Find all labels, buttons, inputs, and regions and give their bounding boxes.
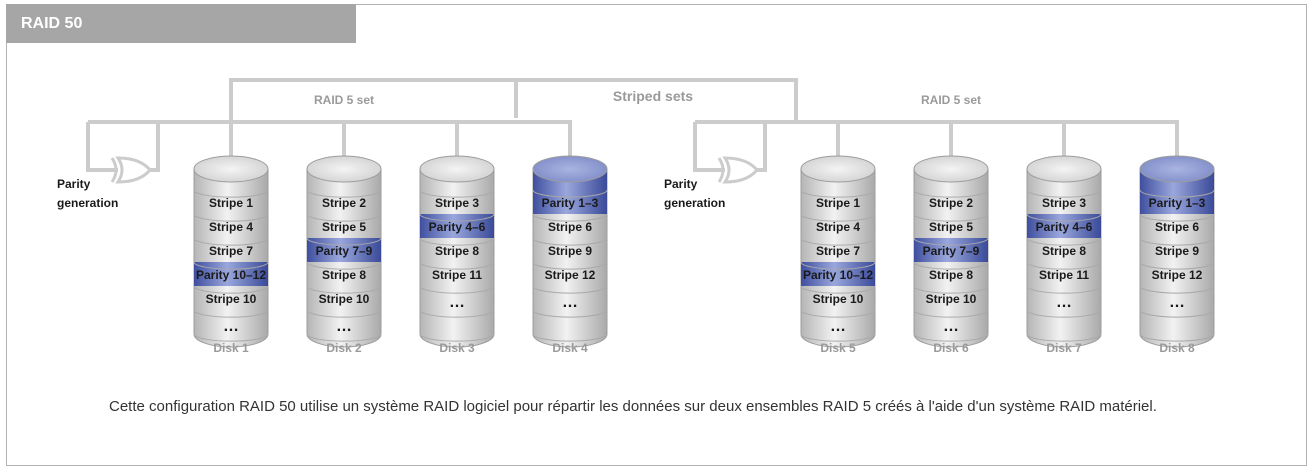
striped-sets-connector: [229, 78, 798, 122]
disk-row-label: Stripe 5: [322, 220, 366, 234]
disk-row-ellipsis: …: [1169, 294, 1185, 311]
disk-row-label: Parity 7–9: [923, 244, 980, 258]
xor-gate-icon: [717, 156, 759, 184]
disk-row-ellipsis: …: [449, 294, 465, 311]
disk-row-label: Stripe 4: [816, 220, 860, 234]
disk-row-label: Stripe 8: [1042, 244, 1086, 258]
parity-band: [420, 214, 494, 238]
disk-name-label: Disk 2: [326, 341, 362, 355]
disk-row-label: Stripe 2: [929, 196, 973, 210]
disk-row-label: Parity 4–6: [1036, 220, 1093, 234]
disk-name-label: Disk 8: [1159, 341, 1195, 355]
disk-row-label: Stripe 8: [929, 268, 973, 282]
disk-row-label: Stripe 1: [816, 196, 860, 210]
parity-generation-label: Parity: [57, 177, 91, 191]
xor-gate-icon: [110, 156, 152, 184]
disk-row-label: Stripe 3: [1042, 196, 1086, 210]
disk-row-label: Stripe 10: [813, 292, 864, 306]
disk-name-label: Disk 4: [552, 341, 588, 355]
parity-generation-label: generation: [57, 196, 118, 210]
disk-row-ellipsis: …: [562, 294, 578, 311]
disk-row-label: Parity 4–6: [429, 220, 486, 234]
disk-row-label: Stripe 7: [816, 244, 860, 258]
disk-row-label: Parity 7–9: [316, 244, 373, 258]
disk-row-ellipsis: …: [943, 318, 959, 335]
disk-row-ellipsis: …: [336, 318, 352, 335]
parity-band: [194, 262, 268, 286]
disk-name-label: Disk 5: [820, 341, 856, 355]
set-wiring: [86, 120, 572, 172]
disk-row-label: Stripe 10: [206, 292, 257, 306]
disk-name-label: Disk 1: [213, 341, 249, 355]
disk-row-label: Stripe 8: [435, 244, 479, 258]
disk-row-label: Stripe 3: [435, 196, 479, 210]
striped-sets-label: Striped sets: [613, 88, 693, 104]
parity-band: [914, 238, 988, 262]
disk-row-label: Stripe 5: [929, 220, 973, 234]
disk-row-label: Stripe 7: [209, 244, 253, 258]
disk-row-label: Stripe 2: [322, 196, 366, 210]
figure-caption: Cette configuration RAID 50 utilise un s…: [109, 398, 1157, 415]
disk-row-label: Stripe 11: [432, 268, 482, 282]
disk-row-label: Stripe 9: [1155, 244, 1199, 258]
parity-band: [801, 262, 875, 286]
disk-name-label: Disk 7: [1046, 341, 1082, 355]
disk-row-label: Stripe 1: [209, 196, 253, 210]
disk-row-label: Parity 10–12: [196, 268, 266, 282]
disk-row-ellipsis: …: [223, 318, 239, 335]
disk-row-label: Parity 1–3: [1149, 196, 1206, 210]
parity-generation-label: Parity: [664, 177, 698, 191]
disk-name-label: Disk 3: [439, 341, 475, 355]
disk-row-ellipsis: …: [1056, 294, 1072, 311]
disk-1: Stripe 1 Stripe 4 Stripe 7 Parity 10–12Stri…: [193, 155, 269, 355]
parity-band: [1027, 214, 1101, 238]
raid5-set-label: RAID 5 set: [921, 93, 981, 107]
disk-row-label: Stripe 9: [548, 244, 592, 258]
parity-generation-label: generation: [664, 196, 725, 210]
disk-5: Stripe 1 Stripe 4 Stripe 7 Parity 10–12Stri…: [800, 155, 876, 355]
disk-row-ellipsis: …: [830, 318, 846, 335]
disk-row-label: Stripe 6: [1155, 220, 1199, 234]
disk-row-label: Parity 10–12: [803, 268, 873, 282]
disk-row-label: Stripe 12: [1152, 268, 1203, 282]
disk-row-label: Stripe 4: [209, 220, 253, 234]
figure-title: RAID 50: [6, 4, 356, 43]
raid5-set-label: RAID 5 set: [314, 93, 374, 107]
disk-row-label: Stripe 10: [926, 292, 977, 306]
disk-row-label: Stripe 10: [319, 292, 370, 306]
disk-row-label: Parity 1–3: [542, 196, 599, 210]
parity-band: [307, 238, 381, 262]
disk-row-label: Stripe 12: [545, 268, 596, 282]
disk-row-label: Stripe 11: [1039, 268, 1089, 282]
disk-row-label: Stripe 6: [548, 220, 592, 234]
disk-row-label: Stripe 8: [322, 268, 366, 282]
disk-name-label: Disk 6: [933, 341, 969, 355]
set-wiring: [693, 120, 1179, 172]
